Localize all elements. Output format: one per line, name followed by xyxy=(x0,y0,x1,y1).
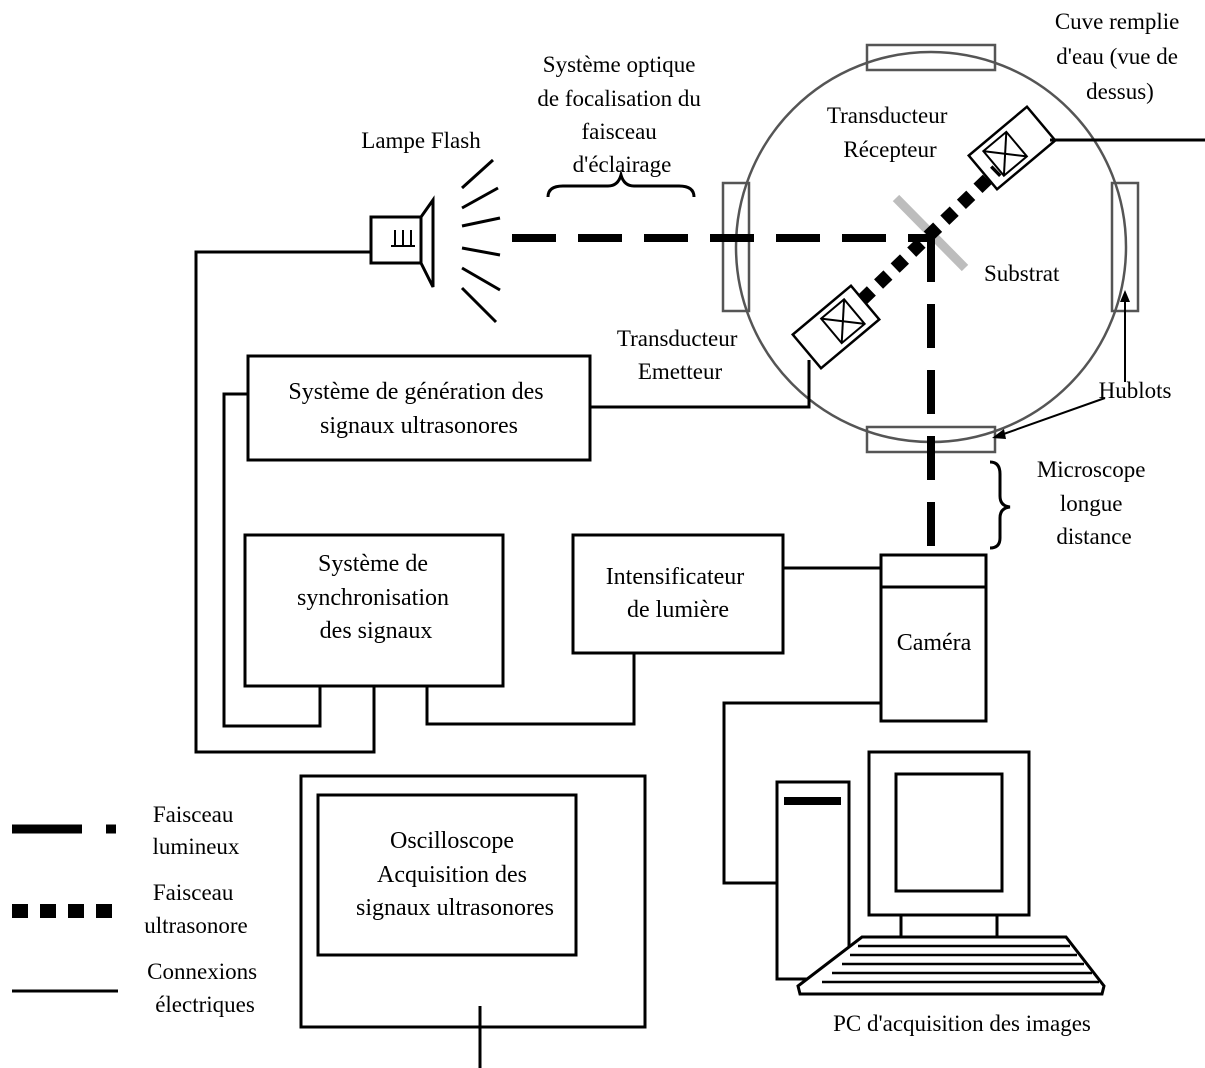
flash-lamp xyxy=(369,158,501,324)
legend-light-label: Faisceau lumineux xyxy=(153,802,240,859)
receiver-transducer xyxy=(966,104,1058,192)
pc-keyboard xyxy=(796,935,1106,996)
water-tank xyxy=(721,43,1140,454)
camera-text: Caméra xyxy=(897,630,972,656)
pc xyxy=(775,750,1106,996)
tank-label: Cuve remplie d'eau (vue de dessus) xyxy=(1055,9,1185,104)
pc-label: PC d'acquisition des images xyxy=(833,1011,1091,1036)
receiver-label: Transducteur Récepteur xyxy=(827,103,953,162)
oscilloscope-screen xyxy=(316,793,578,957)
flash-lamp-label: Lampe Flash xyxy=(361,128,481,153)
ultrasound-gen-text: Système de génération des signaux ultras… xyxy=(288,379,549,439)
optics-label: Système optique de focalisation du faisc… xyxy=(537,52,706,177)
pc-tower xyxy=(775,780,851,981)
oscilloscope-text: Oscilloscope Acquisition des signaux ult… xyxy=(356,828,554,921)
legend xyxy=(12,824,118,993)
pc-drive-slot xyxy=(784,797,841,805)
intensifier-text: Intensificateur de lumière xyxy=(606,564,751,623)
intensifier-box xyxy=(571,533,785,655)
ultrasound-gen-box xyxy=(246,354,592,462)
porthole-arrow-bottom xyxy=(997,397,1106,437)
porthole-arrowhead-bottom xyxy=(992,429,1006,439)
camera-box xyxy=(879,553,988,723)
porthole-arrowhead-right xyxy=(1120,290,1130,302)
electrical-wires xyxy=(194,138,1205,1068)
pc-stand xyxy=(899,913,999,939)
emitter-label: Transducteur Emetteur xyxy=(617,326,743,384)
substrate-label: Substrat xyxy=(984,261,1060,286)
portholes-label: Hublots xyxy=(1099,378,1172,403)
sync-text: Système de synchronisation des signaux xyxy=(297,551,455,644)
microscope-brace xyxy=(989,460,1011,550)
optics-brace xyxy=(546,169,696,198)
pc-screen xyxy=(894,772,1004,893)
microscope-label: Microscope longue distance xyxy=(1037,457,1151,549)
legend-electrical-label: Connexions électriques xyxy=(147,959,263,1017)
legend-ultrasound-label: Faisceau ultrasonore xyxy=(144,880,247,938)
flash-rays xyxy=(460,158,501,324)
